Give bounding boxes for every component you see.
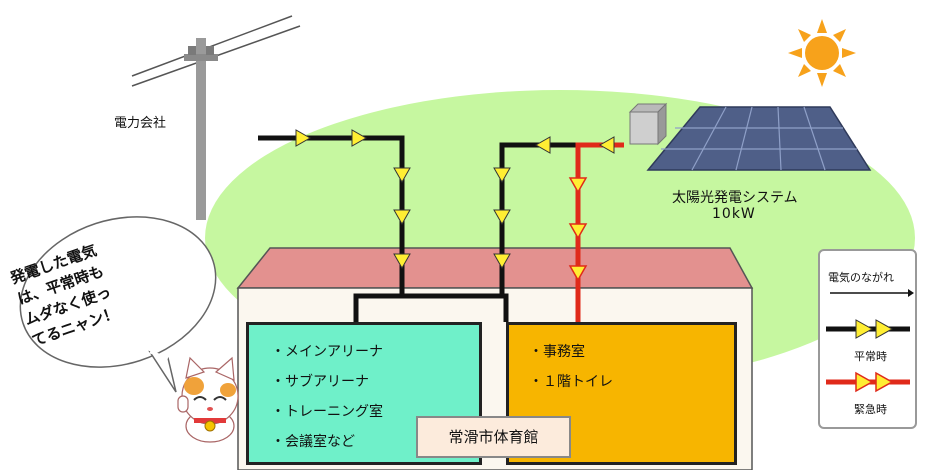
legend-emergency-arrow-icon bbox=[875, 371, 894, 393]
office-rooms-list: 事務室 １階トイレ bbox=[529, 337, 613, 397]
speech-bubble bbox=[19, 216, 217, 393]
legend-title: 電気のながれ bbox=[828, 271, 894, 284]
utility-company-label: 電力会社 bbox=[114, 116, 167, 131]
room-item: トレーニング室 bbox=[271, 397, 383, 427]
sun-icon bbox=[788, 19, 856, 87]
legend-normal-arrow-icon bbox=[855, 319, 874, 339]
facility-name-sign: 常滑市体育館 bbox=[416, 416, 571, 458]
utility-pole bbox=[131, 15, 301, 220]
solar-capacity-label: 10kW bbox=[712, 206, 756, 222]
legend-arrow-head-icon bbox=[908, 289, 914, 297]
legend: 電気のながれ 平常時 緊急時 bbox=[818, 249, 917, 429]
room-item: サブアリーナ bbox=[271, 367, 383, 397]
power-conditioner-box bbox=[628, 102, 668, 146]
legend-normal-arrow-icon bbox=[875, 319, 894, 339]
room-item: １階トイレ bbox=[529, 367, 613, 397]
room-item: 会議室など bbox=[271, 427, 383, 457]
legend-emergency-label: 緊急時 bbox=[854, 403, 887, 416]
normal-flow-arrows bbox=[295, 129, 615, 270]
solar-panel bbox=[646, 106, 872, 171]
room-item: メインアリーナ bbox=[271, 337, 383, 367]
legend-swatches bbox=[826, 289, 914, 393]
emergency-flow-arrows bbox=[568, 177, 588, 282]
legend-normal-label: 平常時 bbox=[854, 350, 887, 363]
arena-rooms-list: メインアリーナ サブアリーナ トレーニング室 会議室など bbox=[271, 337, 383, 457]
room-item: 事務室 bbox=[529, 337, 613, 367]
solar-system-label: 太陽光発電システム bbox=[672, 190, 798, 206]
legend-emergency-arrow-icon bbox=[855, 371, 874, 393]
cat-mascot-icon bbox=[177, 356, 239, 443]
